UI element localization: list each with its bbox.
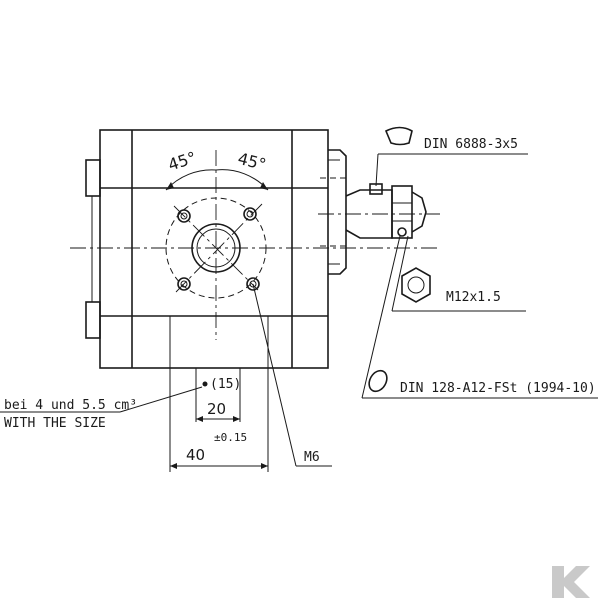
brand-logo bbox=[552, 566, 590, 598]
port-hole-tr-inner bbox=[246, 210, 254, 218]
angle-label-right: 45° bbox=[236, 149, 268, 174]
brand-k-icon bbox=[552, 566, 590, 598]
m6-thread-label: M6 bbox=[304, 450, 320, 465]
port-callout-dot bbox=[202, 381, 208, 387]
port-hole-bl-inner bbox=[180, 280, 188, 288]
nut-part-hole bbox=[407, 276, 425, 294]
dim-40-arrow-right bbox=[261, 463, 268, 469]
note-leader bbox=[119, 386, 203, 413]
port-hole-br-inner bbox=[249, 280, 257, 288]
dim-40-arrow-left bbox=[170, 463, 177, 469]
m6-leader bbox=[252, 283, 297, 467]
port-hole-tl-inner bbox=[180, 212, 188, 220]
rear-boss-bottom bbox=[85, 301, 101, 339]
washer-leader bbox=[361, 235, 401, 399]
m6-callout: M6 bbox=[252, 283, 332, 467]
flange-outline bbox=[328, 149, 347, 275]
dim-40-label: 40 bbox=[186, 446, 205, 464]
port-callout: (15) bei 4 und 5.5 cm³ WITH THE SIZE bbox=[0, 377, 241, 431]
nut-spec-label: M12x1.5 bbox=[446, 290, 501, 305]
shaft-assembly bbox=[345, 183, 427, 239]
front-flange bbox=[320, 149, 347, 275]
bottom-dimensions: 20 ±0.15 40 bbox=[169, 316, 269, 472]
washer-part-icon bbox=[368, 369, 388, 393]
rear-boss-top bbox=[85, 159, 101, 197]
dim-tolerance-label: ±0.15 bbox=[214, 431, 247, 444]
washer-side bbox=[397, 227, 407, 237]
key-leader bbox=[375, 153, 379, 187]
center-lines bbox=[70, 150, 440, 340]
washer-spec-label: DIN 128-A12-FSt (1994-10) bbox=[400, 381, 596, 396]
angle-dimensions: 45° 45° bbox=[165, 148, 269, 191]
size-note-line-2: WITH THE SIZE bbox=[4, 416, 106, 431]
size-note-line-1: bei 4 und 5.5 cm³ bbox=[4, 398, 137, 413]
key-part-icon bbox=[384, 126, 413, 146]
port-hole-top-right bbox=[243, 207, 257, 221]
dim-20-label: 20 bbox=[207, 400, 226, 418]
shaft-thread-end bbox=[411, 191, 427, 233]
diagonal-axis-2 bbox=[175, 203, 263, 293]
angle-label-left: 45° bbox=[166, 148, 199, 175]
port-hole-bottom-right bbox=[246, 277, 260, 291]
right-callouts: DIN 6888-3x5 M12x1.5 DIN 128-A12-FSt (19… bbox=[361, 126, 598, 399]
port-hole-top-left bbox=[177, 209, 191, 223]
angle-arrow-left bbox=[166, 182, 174, 190]
nut-part-icon bbox=[401, 267, 431, 303]
nut-leader bbox=[391, 235, 409, 312]
pump-body bbox=[85, 129, 329, 369]
dim-20-arrow-right bbox=[233, 416, 240, 422]
dim-20-arrow-left bbox=[196, 416, 203, 422]
shaft-nut-side bbox=[391, 185, 413, 239]
body-outline bbox=[99, 129, 329, 369]
port-hole-bottom-left bbox=[177, 277, 191, 291]
diagonal-axis-1 bbox=[173, 205, 259, 291]
port-size-label: (15) bbox=[210, 377, 241, 392]
key-spec-label: DIN 6888-3x5 bbox=[424, 137, 518, 152]
angle-arrow-right bbox=[260, 182, 268, 190]
